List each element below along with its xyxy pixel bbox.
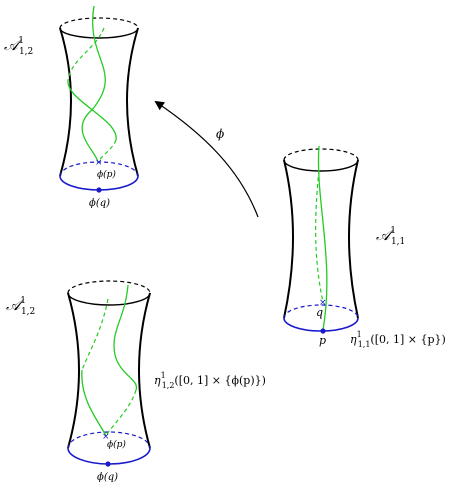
phi-q-point xyxy=(96,187,102,193)
phi-arrow xyxy=(154,100,259,218)
label-q-right: q xyxy=(316,306,323,319)
left-side xyxy=(67,292,80,449)
green-curve-solid-2 xyxy=(81,369,107,437)
label-p-right: p xyxy=(319,334,326,347)
green-curve-dashed-1 xyxy=(81,298,109,371)
green-curve-dashed-2 xyxy=(105,389,137,437)
green-curve-dashed-2 xyxy=(97,139,117,163)
top-left-cylinder: × xyxy=(59,5,139,193)
cross-mark: × xyxy=(95,158,103,168)
green-curve-solid xyxy=(81,5,106,163)
p-point xyxy=(320,328,326,334)
right-side xyxy=(348,159,359,319)
top-rim-back xyxy=(67,280,151,294)
top-rim-back xyxy=(283,148,359,161)
left-side xyxy=(283,159,294,319)
right-side xyxy=(138,292,151,449)
top-rim-front xyxy=(59,27,139,39)
label-phi-q-top: ϕ(q) xyxy=(89,198,110,209)
cross-mark: × xyxy=(102,432,110,442)
top-rim-back xyxy=(59,17,139,29)
bottom-rim-back xyxy=(59,161,139,177)
bottom-left-cylinder: × xyxy=(67,280,151,467)
label-phi-q-bottom: ϕ(q) xyxy=(97,472,118,483)
bottom-rim-back xyxy=(67,431,151,449)
right-side xyxy=(126,27,139,177)
bottom-rim-front xyxy=(67,447,151,465)
top-rim-front xyxy=(67,292,151,306)
label-arrow-phi: ϕ xyxy=(216,127,224,141)
green-curve-solid xyxy=(317,145,328,331)
bottom-rim-front xyxy=(283,317,359,332)
label-phi-p-top: ϕ(p) xyxy=(97,169,116,180)
top-rim-front xyxy=(283,159,359,172)
cross-mark: × xyxy=(319,298,327,308)
right-cylinder: × xyxy=(283,145,359,334)
green-curve-dashed xyxy=(315,169,324,303)
phi-q-point xyxy=(105,461,111,467)
label-phi-p-bottom: ϕ(p) xyxy=(107,439,126,450)
green-curve-dashed xyxy=(67,27,105,81)
left-side xyxy=(59,27,72,177)
green-curve-solid-1 xyxy=(113,284,138,391)
green-curve-solid-2 xyxy=(67,79,117,141)
